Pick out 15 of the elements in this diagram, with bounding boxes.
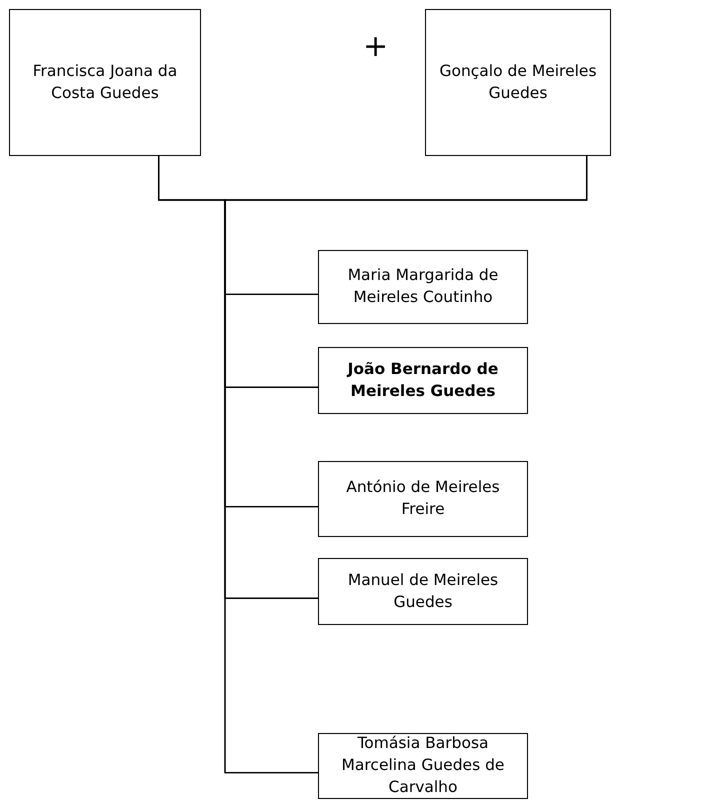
person-name: Tomásia Barbosa Marcelina Guedes de Carvalho: [340, 733, 506, 798]
person-box: [318, 733, 528, 799]
person-box: [318, 347, 528, 414]
marriage-symbol: +: [363, 32, 388, 62]
person-box: [318, 250, 528, 324]
person-box: [318, 461, 528, 537]
person-name: João Bernardo de Meireles Guedes: [346, 358, 500, 402]
person-name: Maria Margarida de Meireles Coutinho: [346, 265, 500, 308]
person-name: Gonçalo de Meireles Guedes: [438, 60, 598, 104]
person-name: António de Meireles Freire: [345, 477, 501, 520]
person-name: Francisca Joana da Costa Guedes: [32, 60, 178, 104]
person-box: [9, 9, 201, 156]
person-name: Manuel de Meireles Guedes: [346, 570, 500, 612]
person-box: [425, 9, 611, 156]
person-box: [318, 558, 528, 625]
